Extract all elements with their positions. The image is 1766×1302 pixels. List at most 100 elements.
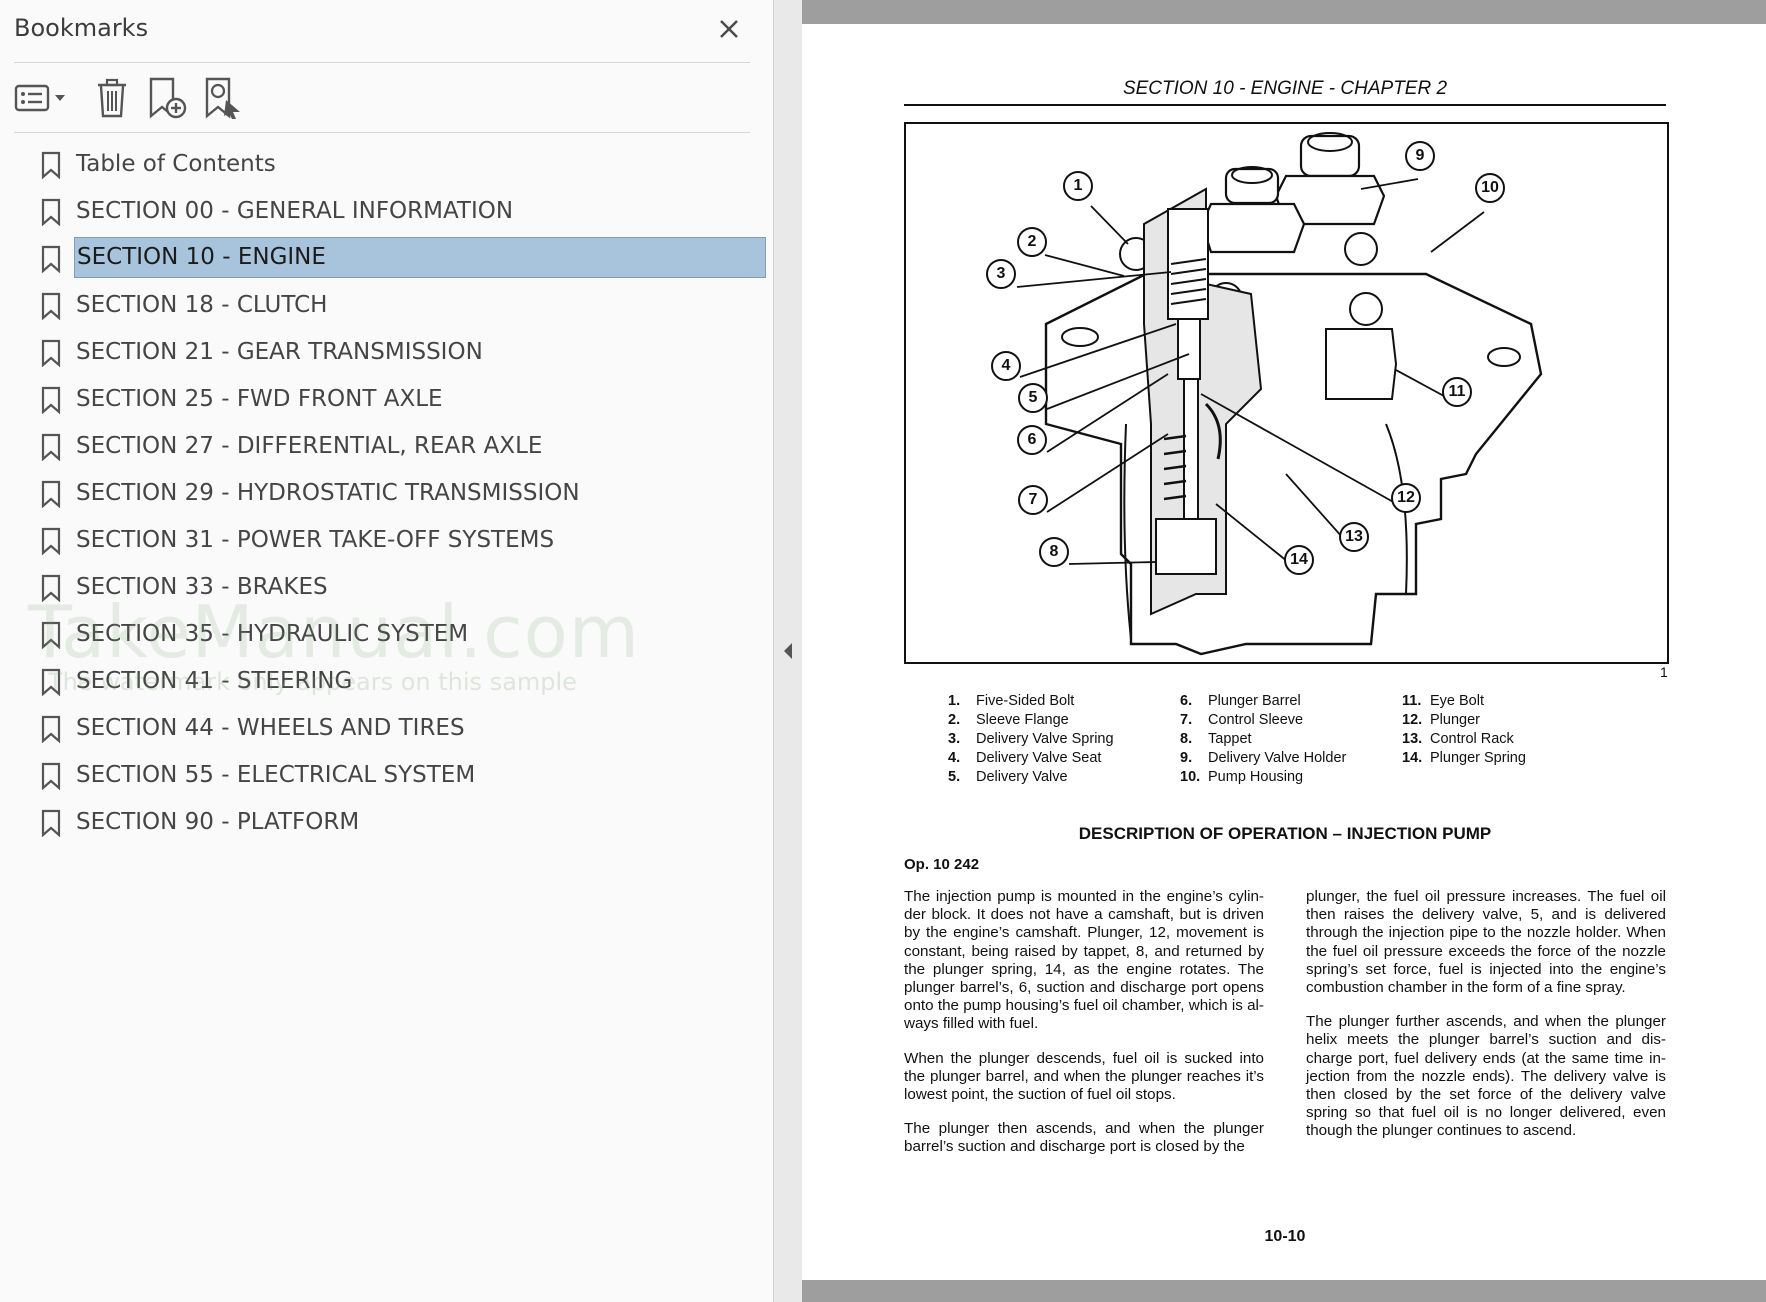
legend-number: 2.	[948, 711, 976, 730]
callout-number: 3	[986, 259, 1016, 289]
divider	[14, 62, 750, 63]
body-column-left: The injection pump is mounted in the eng…	[904, 888, 1264, 1173]
bookmark-item[interactable]: SECTION 00 - GENERAL INFORMATION	[36, 191, 764, 232]
bookmark-item[interactable]: SECTION 44 - WHEELS AND TIRES	[36, 708, 764, 749]
bookmark-item[interactable]: SECTION 18 - CLUTCH	[36, 285, 764, 326]
bookmark-icon	[40, 574, 62, 602]
legend-number: 7.	[1180, 711, 1208, 730]
figure-number: 1	[1660, 664, 1668, 680]
document-view[interactable]: SECTION 10 - ENGINE - CHAPTER 2	[802, 0, 1766, 1302]
legend-text: Plunger	[1430, 712, 1480, 728]
legend-text: Delivery Valve Seat	[976, 750, 1101, 766]
bookmark-icon	[40, 715, 62, 743]
bookmark-label: SECTION 10 - ENGINE	[74, 237, 766, 278]
bookmark-icon	[40, 245, 62, 273]
bookmark-icon	[40, 151, 62, 179]
bookmark-item[interactable]: SECTION 35 - HYDRAULIC SYSTEM	[36, 614, 764, 655]
bookmark-item[interactable]: SECTION 29 - HYDROSTATIC TRANSMISSION	[36, 473, 764, 514]
legend-number: 1.	[948, 692, 976, 711]
legend-item: 14.Plunger Spring	[1402, 749, 1526, 768]
bookmark-item[interactable]: SECTION 33 - BRAKES	[36, 567, 764, 608]
bookmark-item[interactable]: Table of Contents	[36, 144, 764, 185]
legend-number: 5.	[948, 768, 976, 787]
operation-number: Op. 10 242	[904, 856, 979, 873]
bookmark-item[interactable]: SECTION 21 - GEAR TRANSMISSION	[36, 332, 764, 373]
bookmark-item[interactable]: SECTION 27 - DIFFERENTIAL, REAR AXLE	[36, 426, 764, 467]
legend-item: 2.Sleeve Flange	[948, 711, 1114, 730]
bookmark-label: SECTION 00 - GENERAL INFORMATION	[74, 191, 517, 232]
running-head: SECTION 10 - ENGINE - CHAPTER 2	[904, 78, 1666, 100]
bookmark-icon	[40, 292, 62, 320]
panel-title: Bookmarks	[14, 14, 148, 42]
callout-number: 1	[1063, 171, 1093, 201]
legend-item: 4.Delivery Valve Seat	[948, 749, 1114, 768]
bookmark-label: SECTION 18 - CLUTCH	[74, 285, 331, 326]
collapse-arrow-icon[interactable]	[782, 641, 794, 661]
bookmarks-panel: Bookmarks Table of ContentsSECTION 00 - …	[0, 0, 773, 1302]
legend-number: 12.	[1402, 711, 1430, 730]
bookmark-icon	[40, 433, 62, 461]
header-rule	[904, 104, 1666, 106]
legend-number: 4.	[948, 749, 976, 768]
bookmark-item[interactable]: SECTION 90 - PLATFORM	[36, 802, 764, 843]
legend-text: Tappet	[1208, 731, 1252, 747]
callout-number: 11	[1442, 377, 1472, 407]
bookmark-label: SECTION 21 - GEAR TRANSMISSION	[74, 332, 487, 373]
bookmark-label: SECTION 27 - DIFFERENTIAL, REAR AXLE	[74, 426, 546, 467]
legend-item: 13.Control Rack	[1402, 730, 1526, 749]
bookmark-icon	[40, 668, 62, 696]
bookmark-item[interactable]: SECTION 55 - ELECTRICAL SYSTEM	[36, 755, 764, 796]
legend-item: 1.Five-Sided Bolt	[948, 692, 1114, 711]
page-number: 10-10	[904, 1228, 1666, 1246]
options-list-icon[interactable]	[14, 76, 70, 120]
callout-number: 4	[991, 351, 1021, 381]
paragraph: plunger, the fuel oil pressure increases…	[1306, 888, 1666, 997]
callout-number: 12	[1391, 483, 1421, 513]
close-icon[interactable]	[712, 12, 746, 46]
bookmark-label: Table of Contents	[74, 144, 280, 185]
legend-item: 6.Plunger Barrel	[1180, 692, 1346, 711]
paragraph: When the plunger descends, fuel oil is s…	[904, 1050, 1264, 1105]
callout-number: 6	[1017, 425, 1047, 455]
legend-column: 11.Eye Bolt12.Plunger13.Control Rack14.P…	[1402, 692, 1526, 768]
callout-number: 2	[1017, 227, 1047, 257]
legend-text: Sleeve Flange	[976, 712, 1069, 728]
panel-splitter[interactable]	[773, 0, 803, 1302]
bookmark-item[interactable]: SECTION 10 - ENGINE	[36, 238, 764, 279]
bookmark-item[interactable]: SECTION 31 - POWER TAKE-OFF SYSTEMS	[36, 520, 764, 561]
legend-text: Five-Sided Bolt	[976, 693, 1074, 709]
body-column-right: plunger, the fuel oil pressure increases…	[1306, 888, 1666, 1157]
legend-number: 11.	[1402, 692, 1430, 711]
legend-number: 10.	[1180, 768, 1208, 787]
legend-number: 14.	[1402, 749, 1430, 768]
legend-number: 9.	[1180, 749, 1208, 768]
callout-number: 13	[1339, 522, 1369, 552]
legend-text: Pump Housing	[1208, 769, 1303, 785]
legend-item: 10.Pump Housing	[1180, 768, 1346, 787]
section-heading: DESCRIPTION OF OPERATION – INJECTION PUM…	[904, 824, 1666, 844]
bookmark-icon	[40, 339, 62, 367]
bookmark-label: SECTION 90 - PLATFORM	[74, 802, 363, 843]
find-bookmark-icon[interactable]	[202, 76, 244, 120]
bookmark-icon	[40, 621, 62, 649]
legend-number: 3.	[948, 730, 976, 749]
callout-number: 9	[1405, 141, 1435, 171]
legend-item: 5.Delivery Valve	[948, 768, 1114, 787]
bookmark-item[interactable]: SECTION 41 - STEERING	[36, 661, 764, 702]
bookmark-icon	[40, 527, 62, 555]
bookmark-item[interactable]: SECTION 25 - FWD FRONT AXLE	[36, 379, 764, 420]
bookmark-label: SECTION 41 - STEERING	[74, 661, 356, 702]
legend-item: 12.Plunger	[1402, 711, 1526, 730]
legend-column: 1.Five-Sided Bolt2.Sleeve Flange3.Delive…	[948, 692, 1114, 787]
legend-column: 6.Plunger Barrel7.Control Sleeve8.Tappet…	[1180, 692, 1346, 787]
bookmark-label: SECTION 55 - ELECTRICAL SYSTEM	[74, 755, 479, 796]
paragraph: The plunger further ascends, and when th…	[1306, 1013, 1666, 1140]
new-bookmark-icon[interactable]	[146, 76, 188, 120]
paragraph: The injection pump is mounted in the eng…	[904, 888, 1264, 1034]
bookmark-icon	[40, 480, 62, 508]
callout-number: 14	[1284, 545, 1314, 575]
bookmark-label: SECTION 31 - POWER TAKE-OFF SYSTEMS	[74, 520, 558, 561]
bookmark-icon	[40, 809, 62, 837]
paragraph: The plunger then ascends, and when the p…	[904, 1120, 1264, 1156]
delete-bookmark-icon[interactable]	[92, 76, 132, 120]
